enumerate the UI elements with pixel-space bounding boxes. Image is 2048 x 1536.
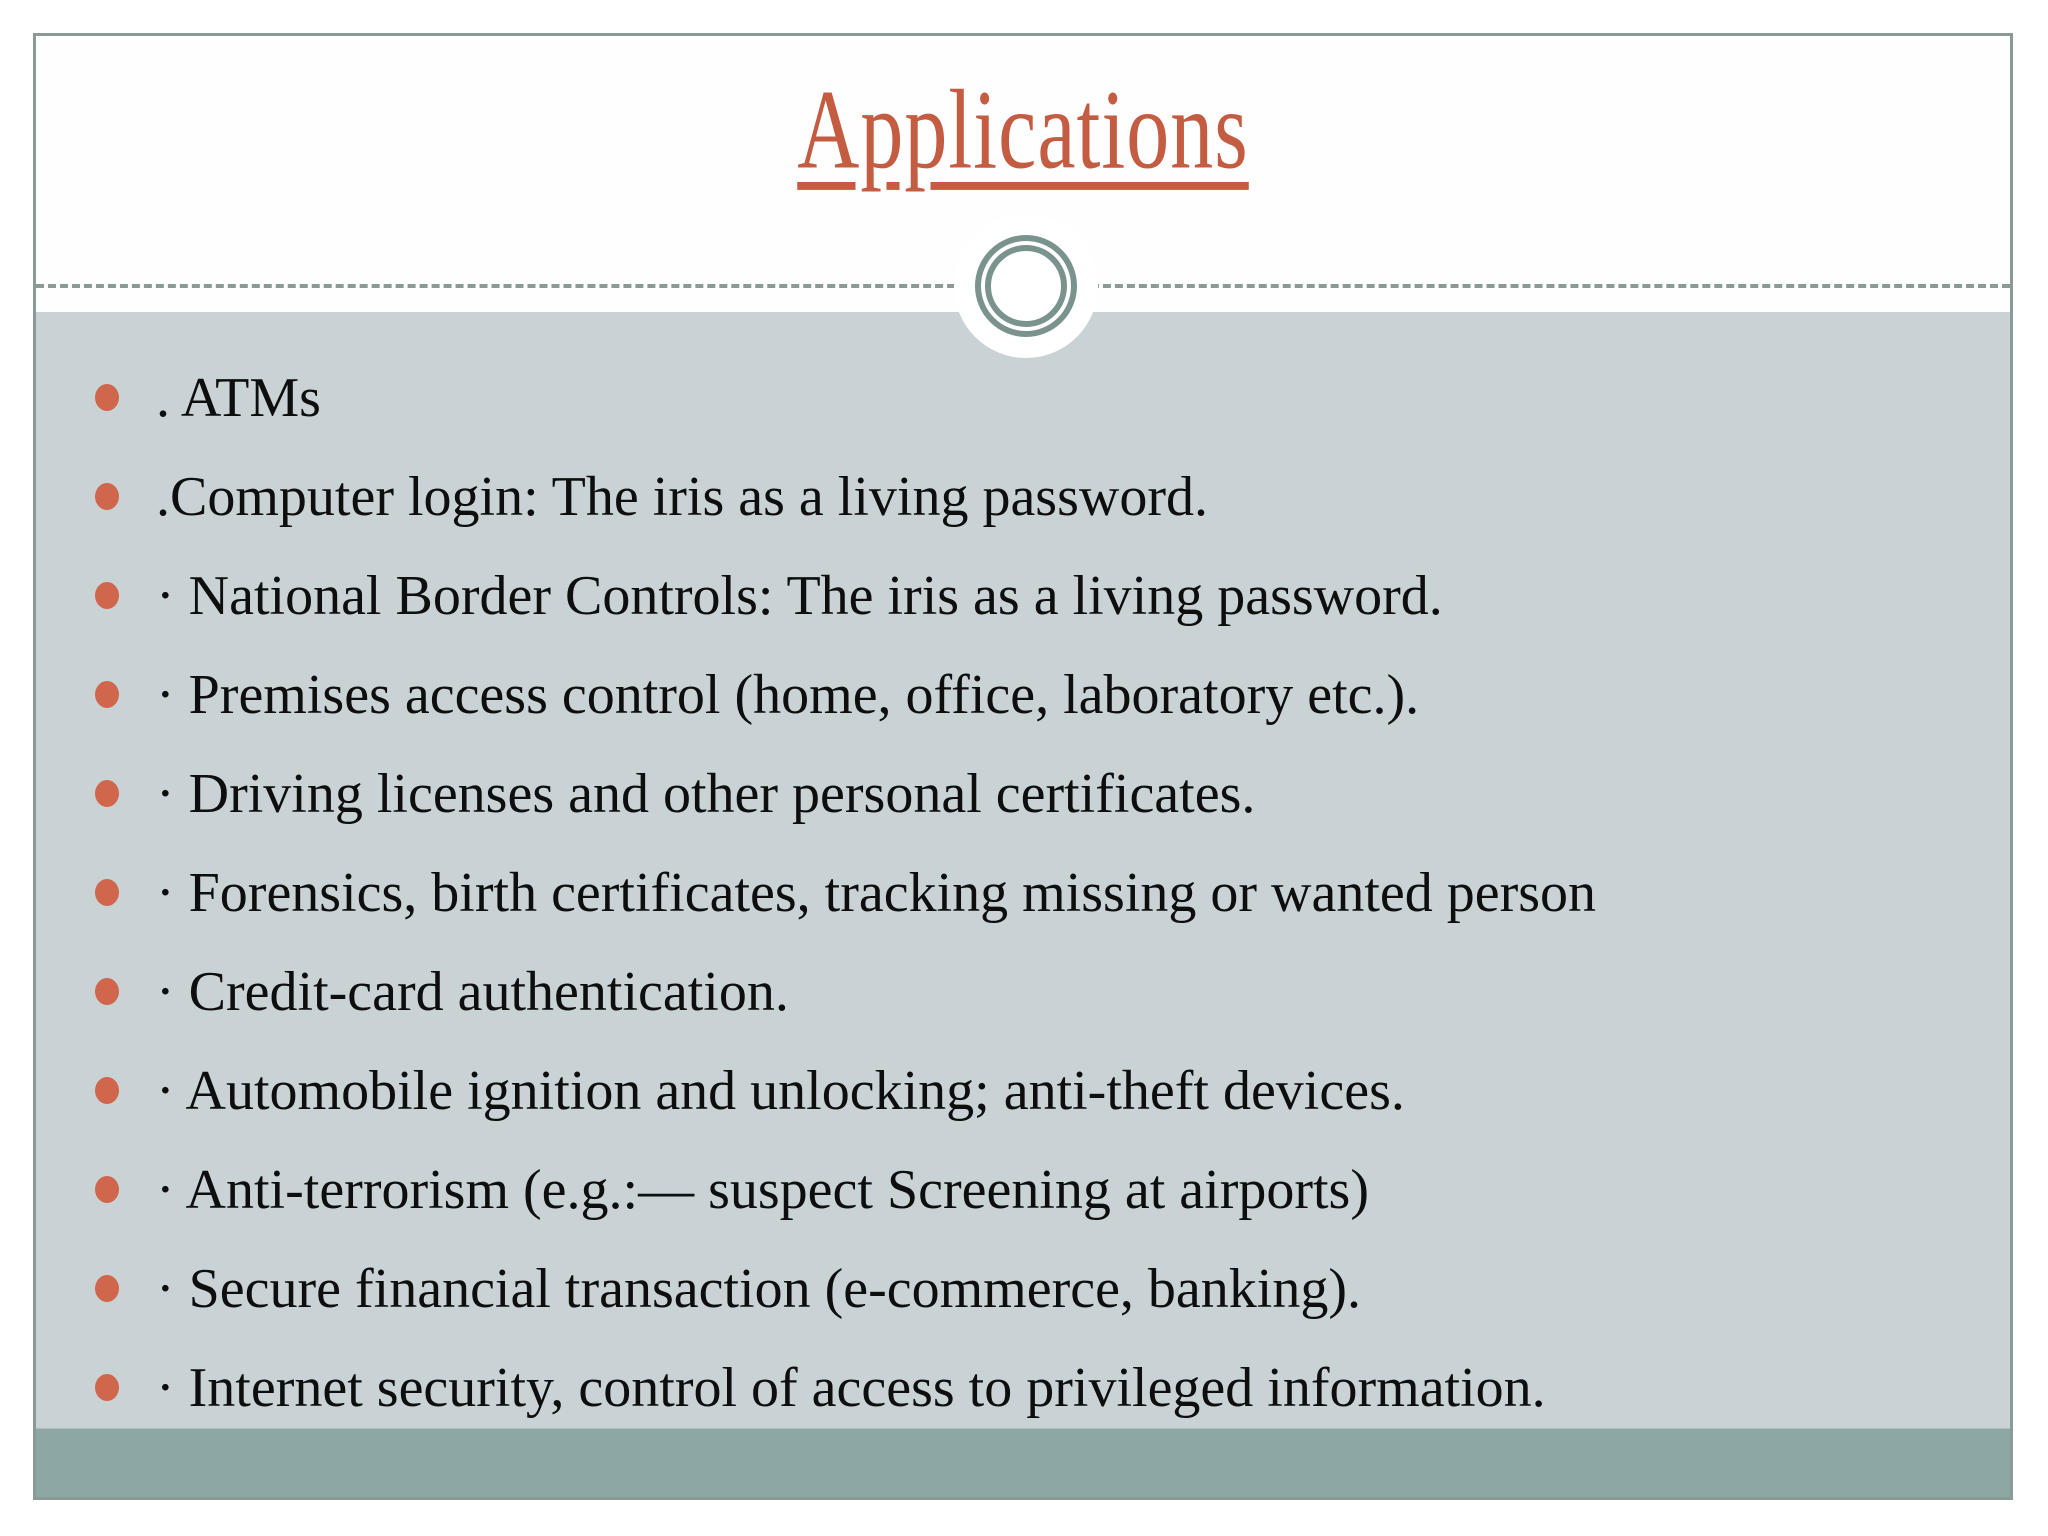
bullet-list: . ATMs .Computer login: The iris as a li… xyxy=(36,348,2010,1437)
bullet-dot-icon xyxy=(95,879,119,906)
bullet-dot-icon xyxy=(95,384,119,411)
bullet-text: · Forensics, birth certificates, trackin… xyxy=(156,861,1597,924)
bullet-text: · Automobile ignition and unlocking; ant… xyxy=(156,1059,1405,1122)
bullet-text: · Premises access control (home, office,… xyxy=(156,663,1420,726)
bullet-dot-icon xyxy=(95,582,119,609)
bullet-dot-icon xyxy=(95,1176,119,1203)
content-area xyxy=(36,312,2010,1431)
bullet-text: .Computer login: The iris as a living pa… xyxy=(156,465,1208,528)
page-title-text: Applications xyxy=(797,65,1249,193)
divider-circle-ornament xyxy=(954,214,1098,358)
list-item: · Credit-card authentication. xyxy=(36,942,2010,1041)
list-item: .Computer login: The iris as a living pa… xyxy=(36,447,2010,546)
bullet-text: · Secure financial transaction (e-commer… xyxy=(156,1257,1361,1320)
bullet-dot-icon xyxy=(95,1077,119,1104)
list-item: · Automobile ignition and unlocking; ant… xyxy=(36,1041,2010,1140)
bullet-text: · Driving licenses and other personal ce… xyxy=(156,762,1256,825)
bullet-dot-icon xyxy=(95,978,119,1005)
page-title: Applications xyxy=(36,36,2010,193)
bullet-dot-icon xyxy=(95,1374,119,1401)
list-item: · Anti-terrorism (e.g.:— suspect Screeni… xyxy=(36,1140,2010,1239)
bullet-dot-icon xyxy=(95,780,119,807)
circle-outer-ring-icon xyxy=(975,235,1077,337)
list-item: · Forensics, birth certificates, trackin… xyxy=(36,843,2010,942)
footer-band xyxy=(36,1428,2010,1497)
bullet-text: · Anti-terrorism (e.g.:— suspect Screeni… xyxy=(156,1158,1369,1221)
presentation-slide: Applications . ATMs .Computer login: The… xyxy=(33,33,2013,1500)
circle-inner-ring-icon xyxy=(985,245,1067,327)
list-item: · Internet security, control of access t… xyxy=(36,1338,2010,1437)
bullet-dot-icon xyxy=(95,483,119,510)
list-item: · Driving licenses and other personal ce… xyxy=(36,744,2010,843)
bullet-text: · National Border Controls: The iris as … xyxy=(156,564,1443,627)
bullet-text: . ATMs xyxy=(156,366,321,429)
bullet-text: · Internet security, control of access t… xyxy=(156,1356,1546,1419)
list-item: · Secure financial transaction (e-commer… xyxy=(36,1239,2010,1338)
list-item: · National Border Controls: The iris as … xyxy=(36,546,2010,645)
list-item: . ATMs xyxy=(36,348,2010,447)
bullet-dot-icon xyxy=(95,681,119,708)
list-item: · Premises access control (home, office,… xyxy=(36,645,2010,744)
bullet-text: · Credit-card authentication. xyxy=(156,960,789,1023)
bullet-dot-icon xyxy=(95,1275,119,1302)
